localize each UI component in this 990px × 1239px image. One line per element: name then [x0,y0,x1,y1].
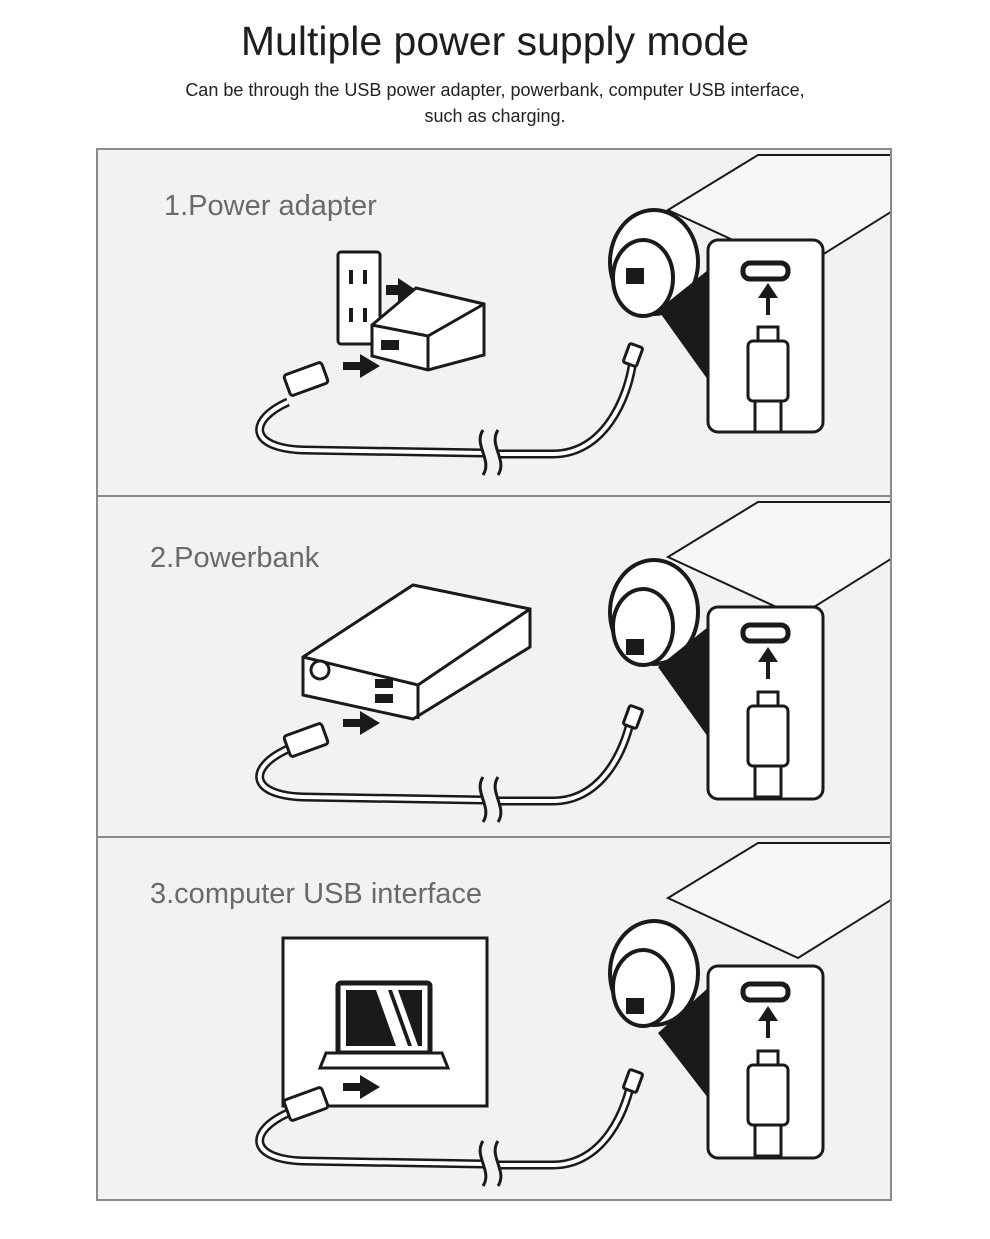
wall-outlet-icon [336,250,382,346]
page-title: Multiple power supply mode [240,18,750,64]
computer-usb-illustration [255,842,890,1187]
power-adapter-illustration [255,154,890,476]
page-subtitle: Can be through the USB power adapter, po… [145,77,845,129]
micro-usb-inset [706,605,825,801]
flashlight-icon [608,842,890,1098]
arrow-icon [343,278,416,378]
panel-computer-usb: 3.computer USB interface [96,836,892,1201]
powerbank-icon [301,583,532,721]
usb-cable-icon [255,704,644,823]
flashlight-icon [608,154,890,380]
usb-adapter-icon [370,286,486,372]
panel-power-adapter: 1.Power adapter [96,148,892,497]
subtitle-line-2: such as charging. [424,106,566,126]
panel-powerbank: 2.Powerbank [96,495,892,838]
laptop-icon [281,936,489,1108]
usb-cable-icon [255,342,644,476]
powerbank-illustration [255,501,890,823]
arrow-icon [343,711,380,735]
panel-label-power-adapter: 1.Power adapter [164,190,377,222]
panel-label-powerbank: 2.Powerbank [150,542,320,574]
usb-cable-icon [255,1068,644,1187]
arrow-icon [343,1075,380,1099]
micro-usb-inset [706,238,825,434]
micro-usb-inset [706,964,825,1160]
flashlight-icon [608,501,890,737]
subtitle-line-1: Can be through the USB power adapter, po… [185,80,805,100]
panel-label-computer-usb: 3.computer USB interface [150,878,483,910]
